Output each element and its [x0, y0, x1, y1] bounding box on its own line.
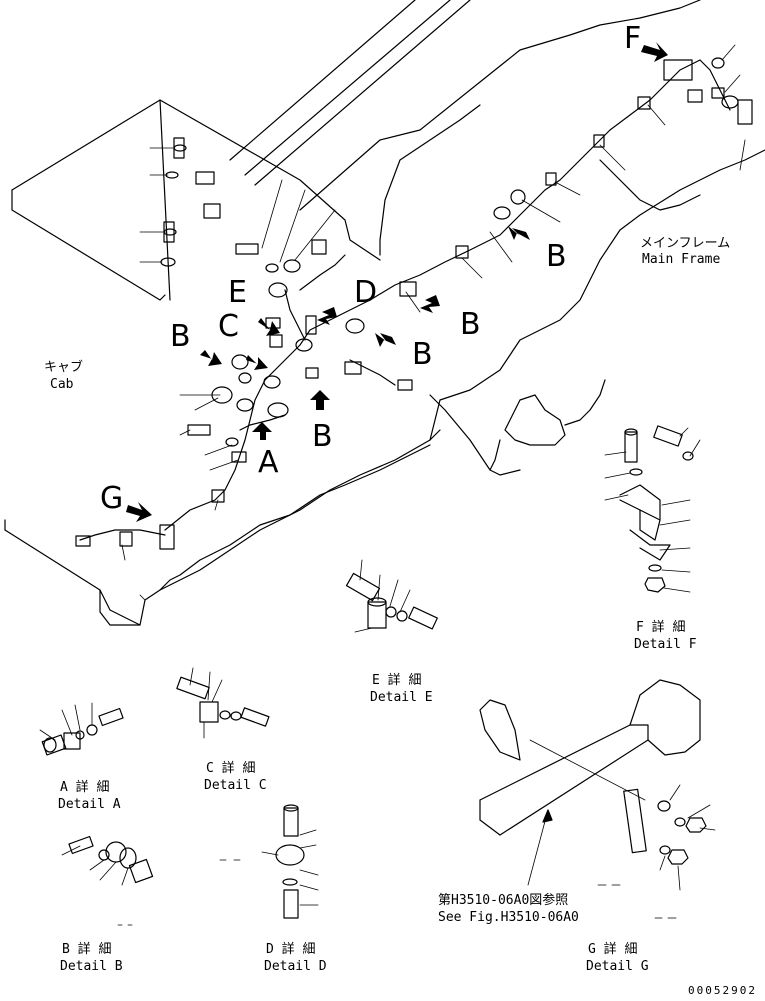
callout-b-mid: B	[460, 307, 481, 342]
leader-lines	[121, 44, 746, 601]
callout-c: C	[218, 309, 239, 344]
arrow-a	[252, 422, 272, 440]
arrow-b-mid	[420, 295, 440, 313]
detail-d-drawing	[219, 804, 319, 919]
arrow-b-solid	[310, 390, 330, 410]
arrow-b-left	[200, 350, 222, 366]
detail-f-drawing	[604, 425, 701, 593]
detail-b-caption-en: Detail B	[60, 959, 123, 974]
callout-a: A	[258, 445, 279, 480]
detail-e-caption-en: Detail E	[370, 690, 433, 705]
callout-d: D	[354, 275, 378, 310]
document-id: 00052902	[688, 984, 757, 997]
main-frame-outline	[229, 0, 765, 476]
arrow-b-right	[508, 226, 530, 240]
arrow-f	[641, 42, 668, 62]
detail-c-caption-en: Detail C	[204, 778, 267, 793]
callout-b-left: B	[170, 319, 191, 354]
detail-d-caption-en: Detail D	[264, 959, 327, 974]
harness-route	[79, 59, 731, 541]
see-fig-reference-en: See Fig.H3510-06A0	[438, 910, 579, 925]
arrow-c	[246, 355, 268, 370]
arrow-d	[317, 307, 337, 325]
callout-b-right: B	[546, 239, 567, 274]
detail-a-caption-jp: A 詳 細	[60, 780, 110, 795]
harness-clamps	[75, 57, 753, 550]
cab-outline	[4, 99, 441, 626]
detail-f-caption-en: Detail F	[634, 637, 697, 652]
detail-f-caption-jp: F 詳 細	[636, 620, 686, 635]
detail-e-caption-jp: E 詳 細	[372, 673, 422, 688]
cab-label-en: Cab	[50, 377, 74, 392]
main-frame-label-en: Main Frame	[642, 252, 721, 267]
cab-label-jp: キャブ	[44, 360, 84, 375]
detail-g-drawing	[479, 679, 716, 919]
arrow-e	[258, 318, 280, 336]
detail-a-drawing	[39, 702, 124, 756]
callout-e: E	[228, 275, 247, 310]
detail-b-drawing	[61, 835, 154, 886]
arrow-b-lower	[375, 333, 396, 347]
arrow-g	[126, 502, 152, 522]
detail-g-caption-en: Detail G	[586, 959, 649, 974]
callout-f: F	[624, 21, 642, 56]
callout-b-lower: B	[412, 337, 433, 372]
detail-c-drawing	[176, 667, 270, 739]
callout-b-bottom: B	[312, 419, 333, 454]
detail-b-caption-jp: B 詳 細	[62, 942, 112, 957]
callout-g: G	[100, 481, 124, 516]
main-frame-label-jp: メインフレーム	[640, 236, 731, 251]
detail-e-drawing	[345, 559, 438, 633]
see-fig-reference-jp: 第H3510-06A0図参照	[438, 893, 569, 908]
callout-arrows	[126, 42, 668, 522]
detail-g-caption-jp: G 詳 細	[588, 942, 638, 957]
detail-a-caption-en: Detail A	[58, 797, 121, 812]
detail-c-caption-jp: C 詳 細	[206, 761, 256, 776]
detail-d-caption-jp: D 詳 細	[266, 942, 316, 957]
